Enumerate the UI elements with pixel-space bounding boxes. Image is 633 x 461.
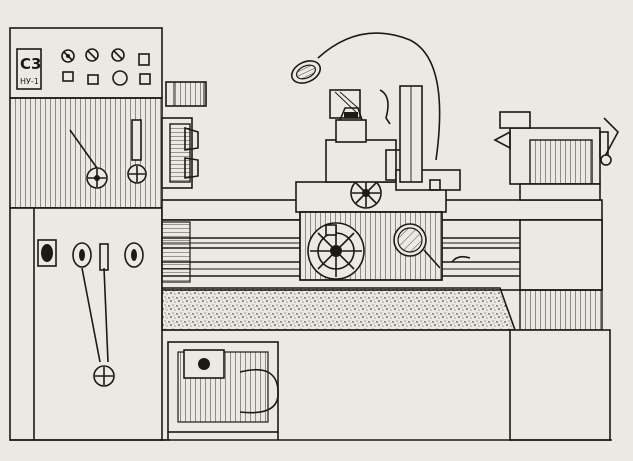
motor-box [165,81,207,107]
feed-lever-4 [124,242,144,268]
feed-lever-2 [72,242,92,268]
panel-label-sub: НУ-1 [20,77,39,86]
feed-knob [85,48,99,62]
chuck [161,117,199,189]
tailstock [493,111,619,201]
half-nut-lever [451,255,471,263]
right-pedestal [160,219,612,441]
chip-shield [329,89,361,119]
tool-post [325,89,461,191]
control-panel: С3 НУ-1 [9,27,163,99]
panel-switch-2 [87,74,99,85]
panel-switch-1 [62,71,74,82]
apron-feed-wheel [393,223,441,269]
panel-indicator [138,53,150,66]
cross-slide-handwheel [350,177,382,209]
carriage [295,177,471,281]
panel-switch-3 [139,73,151,85]
left-pedestal [9,207,170,441]
feed-lever-1 [37,239,57,267]
panel-label-plate [16,48,42,90]
thread-knob [111,48,125,62]
headstock [9,97,199,209]
headstock-lever-1 [69,129,108,189]
work-lamp [290,32,441,183]
headstock-lever-2 [127,119,147,184]
apron-handwheel [307,222,365,280]
panel-label-main: С3 [20,55,41,73]
coolant-pump [167,341,279,433]
start-lever [81,267,115,387]
tailstock-handwheel [599,117,619,166]
speed-knob [61,49,75,63]
panel-lamp [112,70,128,86]
